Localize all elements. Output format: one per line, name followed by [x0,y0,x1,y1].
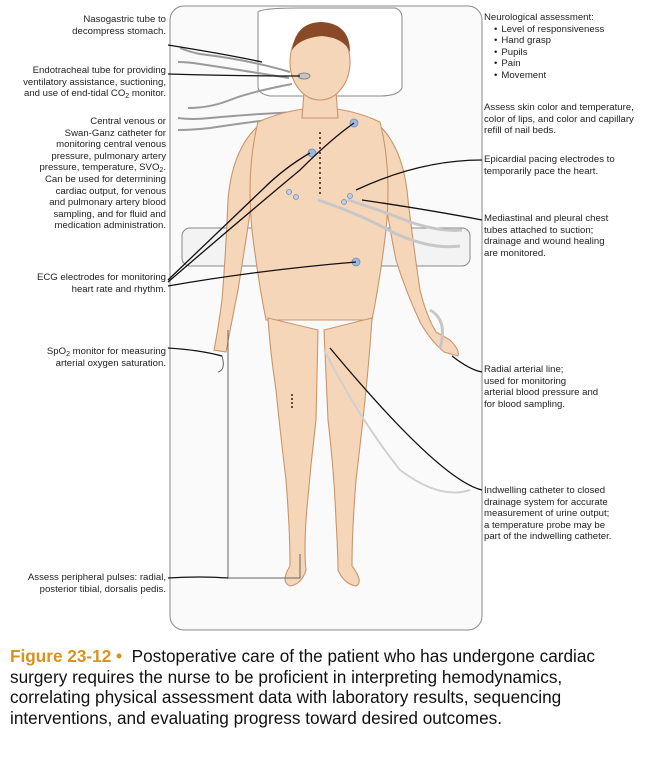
pulse-frame [217,330,301,579]
label-central-venous: Central venous or Swan-Ganz catheter for… [39,116,166,232]
chest-tubes [317,198,463,249]
label-spo2: SpO2 monitor for measuring arterial oxyg… [46,346,166,369]
arterial-line [429,308,444,349]
neuro-item: Movement [494,70,644,82]
neuro-item: Pain [494,58,644,70]
label-neurological: Neurological assessment: Level of respon… [484,12,644,82]
leader-lines [167,44,483,579]
label-peripheral-pulses: Assess peripheral pulses: radial, poster… [27,572,166,595]
label-ecg: ECG electrodes for monitoring heart rate… [36,272,166,295]
label-endotracheal: Endotracheal tube for providing ventilat… [23,65,166,101]
neuro-list: Level of responsiveness Hand grasp Pupil… [484,24,644,82]
label-chest-tubes: Mediastinal and pleural chest tubes atta… [484,213,609,259]
patient-diagram: Nasogastric tube to decompress stomach. … [0,0,653,640]
patient-body [213,23,459,587]
neuro-item: Hand grasp [494,35,644,47]
urinary-catheter [323,349,471,494]
neuro-item: Level of responsiveness [494,24,644,36]
figure-label: Figure 23-12 • [10,646,123,666]
label-nasogastric: Nasogastric tube to decompress stomach. [72,14,166,37]
neuro-item: Pupils [494,47,644,59]
label-indwelling-catheter: Indwelling catheter to closed drainage s… [484,485,612,543]
label-epicardial: Epicardial pacing electrodes to temporar… [484,154,615,177]
label-skin: Assess skin color and temperature, color… [484,102,634,137]
caption-text: Postoperative care of the patient who ha… [10,646,596,728]
pacing-electrodes [286,189,353,205]
label-arterial-line: Radial arterial line; used for monitorin… [484,364,599,410]
illustration [167,5,483,631]
figure-caption: Figure 23-12 • Postoperative care of the… [10,646,646,728]
hair [292,22,350,52]
